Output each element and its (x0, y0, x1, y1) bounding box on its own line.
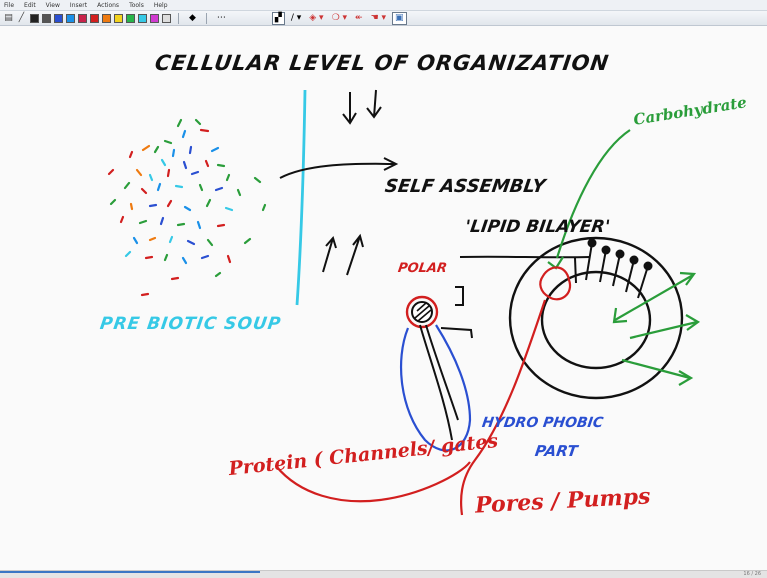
title-text: CELLULAR LEVEL OF ORGANIZATION (153, 51, 611, 75)
page-indicator: 16 / 26 (743, 571, 761, 577)
menu-actions[interactable]: Actions (97, 1, 120, 9)
status-accent (0, 571, 260, 573)
menu-file[interactable]: File (4, 1, 15, 9)
protein-outline (275, 266, 572, 516)
polar-label: POLAR (396, 261, 448, 276)
soup-divider (295, 89, 307, 306)
color-swatch[interactable] (113, 13, 123, 23)
page-icon[interactable]: ▤ (4, 13, 13, 23)
color-swatch[interactable] (29, 13, 39, 23)
menu-insert[interactable]: Insert (69, 1, 88, 9)
more-icon[interactable]: ⋯ (216, 13, 226, 23)
prebiotic-soup-label: PRE BIOTIC SOUP (98, 314, 283, 334)
color-swatch[interactable] (89, 13, 99, 23)
color-swatch[interactable] (161, 13, 171, 23)
menu-bar: File Edit View Insert Actions Tools Help (0, 0, 767, 11)
pointer-icon[interactable]: ◆ (189, 13, 196, 23)
pen-icon[interactable]: ╱ (18, 13, 25, 23)
assembly-arrow (279, 162, 396, 179)
ink-layer (107, 89, 701, 516)
carbohydrate-arrows (547, 129, 701, 386)
hand-icon[interactable]: ☚ ▾ (370, 13, 387, 23)
color-swatch[interactable] (149, 13, 159, 23)
part-label: PART (533, 442, 579, 460)
soup-molecules (107, 118, 267, 297)
toolbar-separator (205, 12, 207, 24)
color-swatch[interactable] (125, 13, 135, 23)
menu-help[interactable]: Help (153, 1, 168, 9)
self-assembly-label: SELF ASSEMBLY (383, 176, 547, 197)
lasso-icon[interactable]: ❍ ▾ (331, 13, 348, 23)
insert-space-icon[interactable]: ↞ (355, 13, 363, 23)
color-swatch[interactable] (137, 13, 147, 23)
select-rect-icon[interactable]: ▣ (392, 11, 407, 25)
menu-tools[interactable]: Tools (129, 1, 144, 9)
pen-style-icon[interactable]: ▞ (271, 11, 285, 25)
status-bar: 16 / 26 (0, 570, 767, 578)
menu-edit[interactable]: Edit (24, 1, 36, 9)
cell-diagram (508, 236, 684, 400)
phospholipid (399, 286, 473, 452)
lipid-bilayer-label: 'LIPID BILAYER' (463, 217, 612, 237)
color-swatch[interactable] (101, 13, 111, 23)
drawing-canvas[interactable]: CELLULAR LEVEL OF ORGANIZATION Carbohydr… (0, 26, 767, 570)
down-arrows (342, 89, 382, 125)
hydrophobic-label: HYDRO PHOBIC (480, 415, 605, 431)
toolbar: ▤ ╱ ◆ ⋯ ▞ / ▾ ◈ ▾ ❍ ▾ ↞ ☚ ▾ ▣ (0, 11, 767, 26)
toolbar-separator (178, 12, 179, 24)
color-swatch[interactable] (65, 13, 75, 23)
eraser-icon[interactable]: ◈ ▾ (309, 13, 324, 23)
color-swatch[interactable] (53, 13, 63, 23)
color-swatch[interactable] (41, 13, 51, 23)
color-swatch[interactable] (77, 13, 87, 23)
up-arrows (322, 233, 364, 276)
line-tool-icon[interactable]: / ▾ (290, 13, 302, 23)
menu-view[interactable]: View (45, 1, 60, 9)
